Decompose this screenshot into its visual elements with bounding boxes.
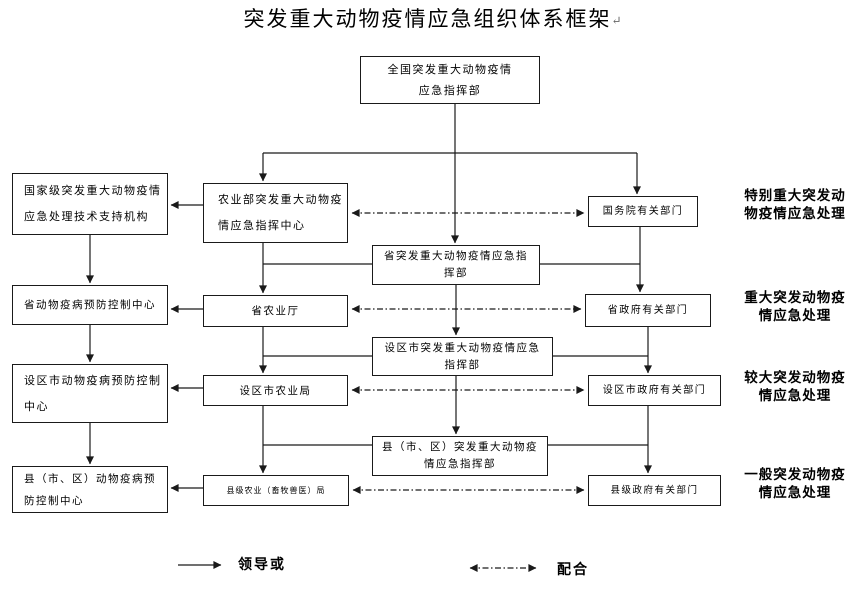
paragraph-return-icon: ↵ <box>611 13 624 28</box>
box-city-hq: 设区市突发重大动物疫情应急指挥部 <box>372 337 553 376</box>
box-prov-hq: 省突发重大动物疫情应急指挥部 <box>372 245 540 285</box>
legend-lead-label: 领导或 <box>238 557 286 573</box>
box-county-center: 县（市、区）动物疫病预防控制中心 <box>12 466 168 513</box>
box-national-hq: 全国突发重大动物疫情应急指挥部 <box>360 56 540 104</box>
box-state-council: 国务院有关部门 <box>588 196 698 227</box>
page-title: 突发重大动物疫情应急组织体系框架↵ <box>0 3 867 33</box>
box-prov-gov: 省政府有关部门 <box>585 294 711 327</box>
level-label-larger: 较大突发动物疫情应急处理 <box>744 370 846 404</box>
legend-coordinate-label: 配合 <box>557 562 589 578</box>
box-tech-support: 国家级突发重大动物疫情应急处理技术支持机构 <box>12 173 168 235</box>
level-label-special-major: 特别重大突发动物疫情应急处理 <box>744 188 846 222</box>
box-county-gov: 县级政府有关部门 <box>588 475 721 506</box>
level-label-general: 一般突发动物疫情应急处理 <box>744 467 846 501</box>
box-county-hq: 县（市、区）突发重大动物疫情应急指挥部 <box>372 436 548 476</box>
box-prov-agri: 省农业厅 <box>203 295 348 327</box>
box-city-center: 设区市动物疫病预防控制中心 <box>12 364 168 423</box>
box-prov-center: 省动物疫病预防控制中心 <box>12 285 168 325</box>
box-moa-center: 农业部突发重大动物疫情应急指挥中心 <box>203 183 348 243</box>
box-city-gov: 设区市政府有关部门 <box>588 375 721 406</box>
box-city-agri: 设区市农业局 <box>203 375 348 406</box>
title-text: 突发重大动物疫情应急组织体系框架 <box>243 7 612 31</box>
box-county-agri: 县级农业（畜牧兽医）局 <box>203 475 349 506</box>
level-label-major: 重大突发动物疫情应急处理 <box>744 290 846 324</box>
